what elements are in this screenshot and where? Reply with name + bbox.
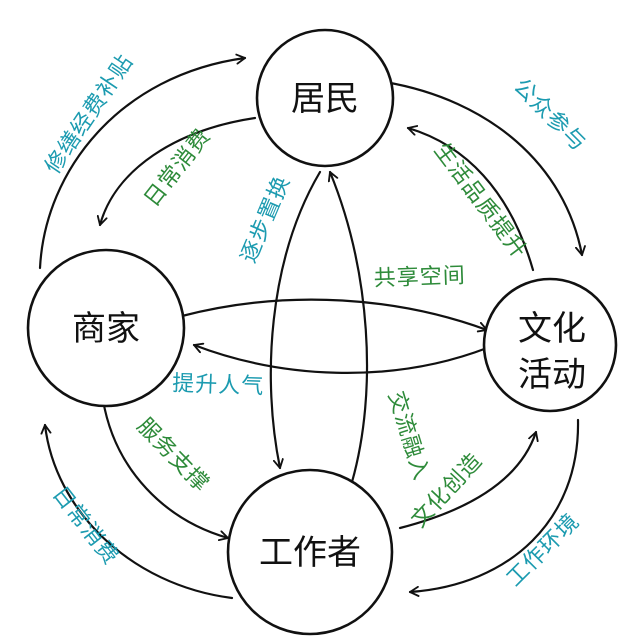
label-boost-popularity: 提升人气 (172, 371, 265, 399)
label-work-environment: 工作环境 (502, 509, 585, 592)
arrow-merchants-to-culture (180, 298, 489, 333)
node-culture: 文化 活动 (482, 277, 618, 413)
arrow-residents-to-culture-outer (383, 80, 586, 257)
label-daily-consumption-top: 日常消费 (140, 124, 216, 212)
arrow-culture-to-merchants (192, 342, 489, 374)
arrow-merchants-to-residents-outer (38, 53, 247, 270)
label-shared-space: 共享空间 (373, 263, 466, 291)
label-daily-consumption-bottom: 日常消费 (47, 482, 123, 570)
node-merchants-label: 商家 (72, 309, 140, 349)
arrow-culture-to-workers-outer (408, 418, 580, 597)
label-communication-integration: 交流融入 (383, 388, 434, 483)
node-culture-label-line2: 活动 (518, 355, 586, 395)
node-workers-label: 工作者 (259, 533, 361, 573)
arrow-culture-to-residents-inner (406, 125, 535, 272)
arrow-residents-to-merchants-inner (96, 116, 257, 227)
arrow-workers-to-merchants-outer (40, 423, 234, 600)
node-residents-label: 居民 (291, 79, 359, 119)
arrow-residents-to-workers (269, 170, 322, 470)
node-residents: 居民 (255, 28, 395, 168)
arrow-workers-to-residents (327, 170, 369, 484)
arrow-merchants-to-workers (101, 398, 230, 542)
label-repair-subsidy: 修缮经费补贴 (41, 50, 139, 178)
node-workers: 工作者 (226, 468, 394, 636)
node-merchants: 商家 (26, 248, 186, 408)
node-culture-label-line1: 文化 (518, 309, 586, 349)
arrow-workers-to-culture (398, 430, 539, 530)
label-quality-improvement: 生活品质提升 (429, 138, 532, 263)
